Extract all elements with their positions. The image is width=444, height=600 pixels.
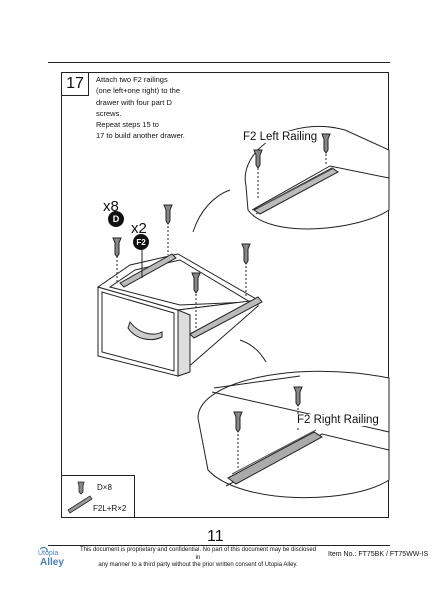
bottom-leader-curve [239,339,267,363]
step-instructions: Attach two F2 railings (one left+one rig… [96,74,236,142]
parts-screw-icon [77,481,85,495]
top-detail-drawer-edge [251,165,390,211]
footer-rule [48,545,390,546]
drawer-right-railing [189,296,263,339]
bottom-detail-railing [227,431,323,485]
footer-disclaimer: This document is proprietary and confide… [78,547,318,570]
part-d-letter: D [113,214,120,224]
utopia-alley-logo [39,546,48,553]
disclaimer-line: any manner to a third party without the … [98,562,298,568]
part-f2-quantity: x2 [131,220,147,237]
drawer-handle [127,320,163,341]
step-panel [61,72,389,518]
part-d-quantity: x8 [103,198,119,215]
drawer-screw-4 [241,243,251,296]
top-detail-railing [253,167,339,215]
instruction-line: Attach two F2 railings [96,75,168,84]
drawer-screw-2 [163,204,173,255]
bottom-magnifier-circle [197,370,390,499]
top-leader-curve [192,189,231,233]
instruction-line: (one left+one right) to the [96,86,181,96]
left-railing-label: F2 Left Railing [243,131,318,143]
parts-list-f2: F2L+R×2 [93,504,127,513]
parts-railing-icon [67,495,93,514]
top-detail-screw-1 [253,149,263,200]
right-railing-label: F2 Right Railing [297,414,379,426]
logo-text-alley: Alley [40,557,64,568]
drawer-left-railing [119,253,177,288]
top-detail-screw-2 [321,133,331,165]
parts-list-d: D×8 [97,483,112,492]
instruction-line: drawer with four part D [96,97,172,107]
drawer-screw-1 [112,237,122,282]
part-d-badge [108,211,124,227]
item-number: Item No.: FT75BK / FT75WW-IS [328,551,429,558]
drawer-screw-3 [191,272,201,328]
instruction-line: screws. [96,108,122,118]
disclaimer-line: This document is proprietary and confide… [79,547,317,561]
page-number: 11 [207,528,224,545]
logo-text-utopia: Utopia [38,550,59,557]
instruction-line: Repeat steps 15 to [96,120,159,130]
header-rule [48,62,390,63]
bottom-detail-screw-1 [233,411,243,470]
instruction-line: 17 to build another drawer. [96,131,185,141]
part-f2-letter: F2 [136,238,146,247]
part-f2-badge [133,234,149,250]
step-number: 17 [61,72,89,96]
